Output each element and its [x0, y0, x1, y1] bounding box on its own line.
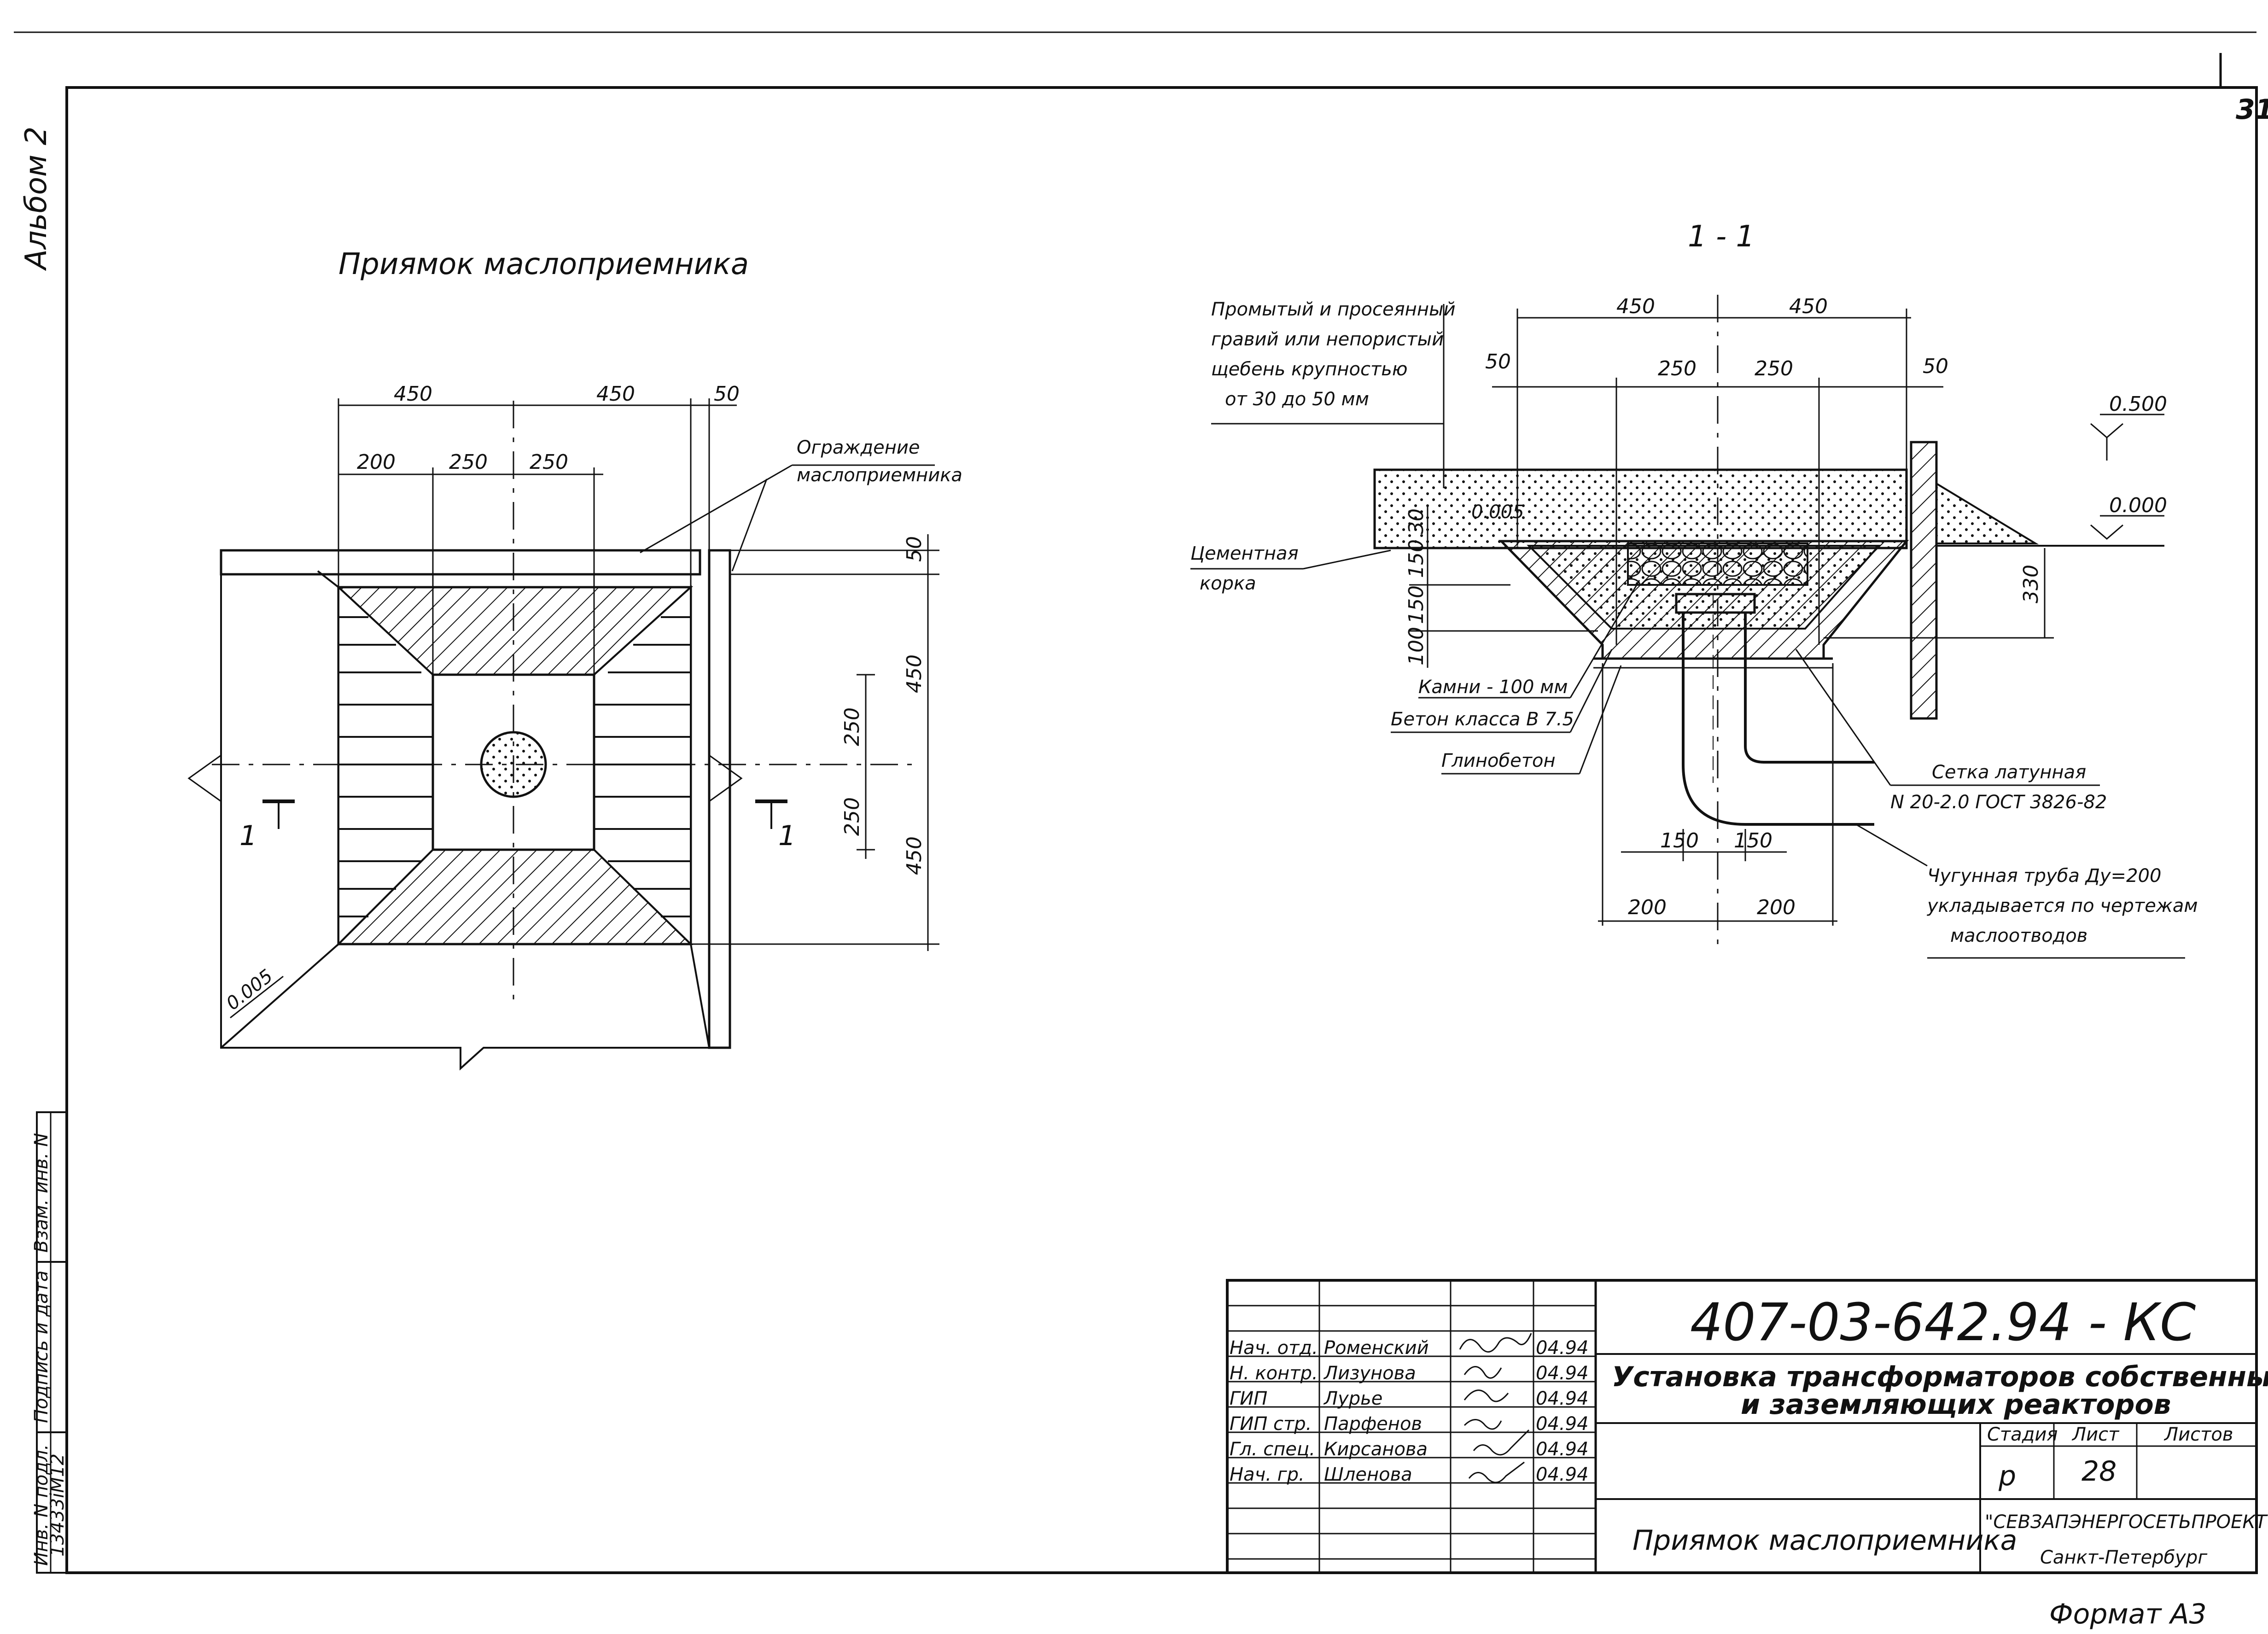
plan-section-mark-right: 1: [778, 820, 796, 852]
plan-title: Приямок маслоприемника: [338, 247, 749, 281]
plan-dim-row2-a: 200: [357, 450, 396, 474]
section-dim-bot-b: 200: [1757, 896, 1796, 919]
plan-slope: 0.005: [222, 965, 277, 1015]
tb-row: Нач. отд. Роменский 04.94: [1230, 1337, 1589, 1359]
sheet-frame: [65, 86, 2258, 1574]
section-level-top: 0.500: [2109, 392, 2167, 416]
tb-row: ГИП стр. Парфенов 04.94: [1230, 1413, 1589, 1435]
side-stamp: Взам. инв. N Подпись и дата Инв. N подл.…: [31, 1111, 68, 1574]
tb-org-line1: "СЕВЗАПЭНЕРГОСЕТЬПРОЕКТ": [1985, 1511, 2268, 1533]
plan-dim-top-b: 450: [596, 382, 635, 406]
format-label: Формат А3: [2049, 1598, 2207, 1630]
section-pipe-1: Чугунная труба Ду=200: [1927, 865, 2161, 887]
section-title: 1 - 1: [1688, 220, 1755, 254]
plan-dim-right-e: 450: [903, 836, 926, 875]
section-clay-concrete: Глинобетон: [1441, 750, 1556, 771]
plan-dim-right-d: 250: [840, 797, 864, 836]
plan-section-mark-left: 1: [239, 820, 257, 852]
section-view: 1 - 1 450 450 50 25: [1190, 220, 2198, 959]
tb-code: 407-03-642.94 - КС: [1690, 1293, 2196, 1353]
page-number: 31: [2236, 93, 2268, 126]
tb-date: 04.94: [1536, 1439, 1589, 1460]
signatures: [1459, 1333, 1532, 1483]
section-stones: Камни - 100 мм: [1418, 677, 1568, 698]
section-dim-depth: 330: [2019, 565, 2043, 603]
plan-fence-label-1: Ограждение: [797, 437, 920, 458]
tb-role: ГИП стр.: [1230, 1413, 1312, 1435]
section-gravel-note-2: гравий или непористый: [1211, 329, 1444, 350]
section-dim-top-a: 450: [1616, 295, 1655, 318]
section-mesh-2: N 20-2.0 ГОСТ 3826-82: [1890, 792, 2107, 813]
tb-role: Н. контр.: [1230, 1363, 1318, 1384]
tb-row: Гл. спец. Кирсанова 04.94: [1230, 1439, 1589, 1460]
plan-dim-right-c: 250: [840, 707, 864, 746]
title-block: Нач. отд. Роменский 04.94 Н. контр. Лизу…: [1226, 1279, 2268, 1574]
section-gravel-note-1: Промытый и просеянный: [1211, 299, 1456, 320]
plan-fence-label-2: маслоприемника: [797, 465, 962, 486]
stamp-vzam: Взам. инв. N: [31, 1133, 52, 1253]
tb-sheet-value: 28: [2081, 1455, 2116, 1488]
plan-dim-right-a: 50: [903, 536, 926, 562]
tb-date: 04.94: [1536, 1464, 1589, 1485]
section-dim-pipe-b: 150: [1734, 829, 1772, 852]
tb-name: Парфенов: [1324, 1413, 1422, 1435]
section-cement-note-1: Цементная: [1190, 543, 1299, 564]
section-pipe-2: укладывается по чертежам: [1927, 895, 2198, 916]
tb-project-line1: Установка трансформаторов собственных ну…: [1612, 1361, 2268, 1393]
plan-dim-top-c: 50: [714, 382, 740, 406]
tb-role: Нач. отд.: [1230, 1337, 1318, 1359]
plan-dim-top-a: 450: [394, 382, 432, 406]
section-dim-mid-l: 50: [1485, 350, 1511, 373]
tb-sheet-title: Приямок маслоприемника: [1632, 1524, 2017, 1557]
tb-row: Н. контр. Лизунова 04.94: [1230, 1363, 1589, 1384]
tb-row: ГИП Лурье 04.94: [1230, 1388, 1589, 1409]
section-dim-top-b: 450: [1789, 295, 1828, 318]
plan-dim-row2-c: 250: [530, 450, 568, 474]
section-dim-mid-a: 250: [1658, 357, 1697, 380]
tb-date: 04.94: [1536, 1388, 1589, 1409]
tb-role: Нач. гр.: [1230, 1464, 1305, 1485]
section-dim-bot-a: 200: [1628, 896, 1667, 919]
section-dim-pipe-a: 150: [1660, 829, 1699, 852]
tb-name: Роменский: [1324, 1337, 1429, 1359]
section-dim-v-b: 150: [1405, 539, 1428, 578]
section-cement-note-2: корка: [1200, 573, 1256, 594]
plan-dim-row2-b: 250: [449, 450, 488, 474]
section-dim-v-a: 30: [1405, 508, 1428, 534]
section-dim-mid-b: 250: [1755, 357, 1793, 380]
section-gravel-note-3: щебень крупностью: [1211, 359, 1408, 380]
section-gravel-note-4: от 30 до 50 мм: [1225, 389, 1369, 410]
plan-view: Приямок маслоприемника: [187, 247, 962, 1071]
stamp-sign-date: Подпись и дата: [31, 1271, 52, 1423]
stamp-inv-no: Инв. N подл.: [31, 1444, 52, 1566]
tb-name: Кирсанова: [1324, 1439, 1428, 1460]
tb-row: Нач. гр. Шленова 04.94: [1230, 1464, 1589, 1485]
section-dim-v-c: 150: [1405, 585, 1428, 624]
plan-dim-right-b: 450: [903, 654, 926, 693]
section-level-ground: 0.000: [2109, 494, 2167, 517]
section-dim-mid-r: 50: [1923, 355, 1948, 378]
tb-name: Лурье: [1323, 1388, 1382, 1409]
tb-name: Лизунова: [1323, 1363, 1416, 1384]
tb-project-line2: и заземляющих реакторов: [1741, 1389, 2171, 1421]
stamp-inv-value: 13433iМ12: [47, 1453, 68, 1557]
tb-stage-label: Стадия: [1987, 1424, 2058, 1445]
tb-date: 04.94: [1536, 1363, 1589, 1384]
tb-name: Шленова: [1324, 1464, 1412, 1485]
album-label: Альбом 2: [19, 127, 53, 271]
section-concrete: Бетон класса В 7.5: [1391, 709, 1574, 730]
tb-sheets-label: Листов: [2163, 1424, 2233, 1445]
section-mesh-1: Сетка латунная: [1932, 762, 2086, 783]
tb-sheet-label: Лист: [2071, 1424, 2120, 1445]
tb-date: 04.94: [1536, 1413, 1589, 1435]
section-slope: 0.005: [1471, 502, 1524, 523]
tb-org-line2: Санкт-Петербург: [2040, 1547, 2208, 1568]
tb-role: Гл. спец.: [1230, 1439, 1315, 1460]
section-pipe-3: маслоотводов: [1950, 925, 2087, 946]
tb-stage-value: р: [1998, 1460, 2016, 1492]
tb-role: ГИП: [1230, 1388, 1267, 1409]
tb-date: 04.94: [1536, 1337, 1589, 1359]
section-dim-v-d: 100: [1405, 627, 1428, 665]
